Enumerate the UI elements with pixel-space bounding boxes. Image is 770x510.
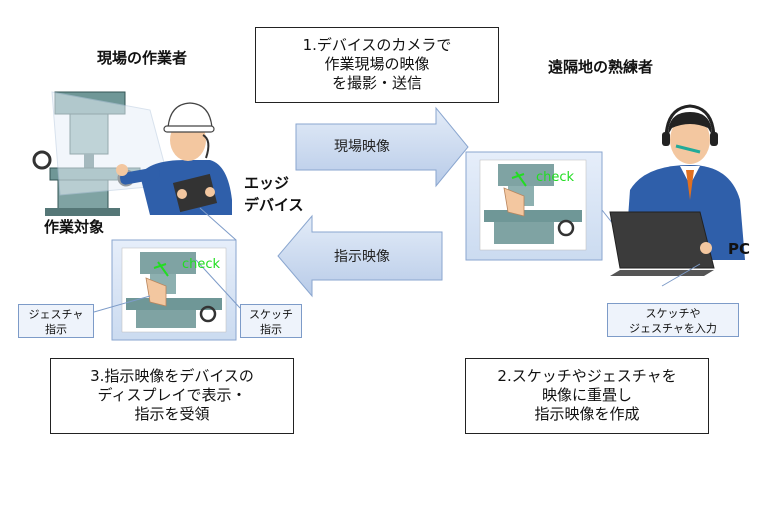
step2-line1: 2.スケッチやジェスチャを <box>497 367 677 385</box>
site-video-arrow-label: 現場映像 <box>334 139 390 155</box>
site-worker-illustration <box>116 102 232 215</box>
gesture-callout-line1: ジェスチャ <box>28 308 84 321</box>
input-callout-line1: スケッチや <box>645 307 701 320</box>
step1-line3: を撮影・送信 <box>331 74 422 92</box>
remote-expert-illustration <box>609 104 745 287</box>
work-target-label: 作業対象 <box>44 218 105 236</box>
right-screen-check-text: check <box>536 170 575 185</box>
device-display-panel <box>93 207 241 341</box>
expert-monitor-panel <box>465 151 641 261</box>
step2-line2: 映像に重畳し <box>541 386 632 404</box>
gesture-callout-line2: 指示 <box>45 323 67 336</box>
gesture-instruction-callout: ジェスチャ 指示 <box>18 304 94 338</box>
site-worker-label: 現場の作業者 <box>97 49 188 67</box>
instruction-video-arrow-label: 指示映像 <box>334 249 390 265</box>
input-callout: スケッチや ジェスチャを入力 <box>607 303 739 337</box>
step3-box: 3.指示映像をデバイスの ディスプレイで表示・ 指示を受領 <box>50 358 294 434</box>
remote-expert-label: 遠隔地の熟練者 <box>548 58 654 76</box>
sketch-instruction-callout: スケッチ 指示 <box>240 304 302 338</box>
sketch-callout-line2: 指示 <box>260 323 282 336</box>
step2-line3: 指示映像を作成 <box>534 405 640 423</box>
step3-line2: ディスプレイで表示・ <box>97 386 247 404</box>
step2-box: 2.スケッチやジェスチャを 映像に重畳し 指示映像を作成 <box>465 358 709 434</box>
step1-box: 1.デバイスのカメラで 作業現場の映像 を撮影・送信 <box>255 27 499 103</box>
edge-device-line1: エッジ <box>244 174 290 192</box>
input-callout-line2: ジェスチャを入力 <box>629 322 717 335</box>
step3-line1: 3.指示映像をデバイスの <box>90 367 254 385</box>
step1-line1: 1.デバイスのカメラで <box>302 36 452 54</box>
step3-line3: 指示を受領 <box>134 405 210 423</box>
edge-device-label: エッジ デバイス <box>244 172 304 216</box>
sketch-callout-line1: スケッチ <box>249 308 293 321</box>
left-screen-check-text: check <box>182 257 221 272</box>
instruction-video-arrow <box>277 214 443 298</box>
edge-device-line2: デバイス <box>244 196 304 214</box>
pc-label: PC <box>728 240 751 258</box>
site-video-arrow <box>295 106 469 188</box>
step1-line2: 作業現場の映像 <box>324 55 430 73</box>
